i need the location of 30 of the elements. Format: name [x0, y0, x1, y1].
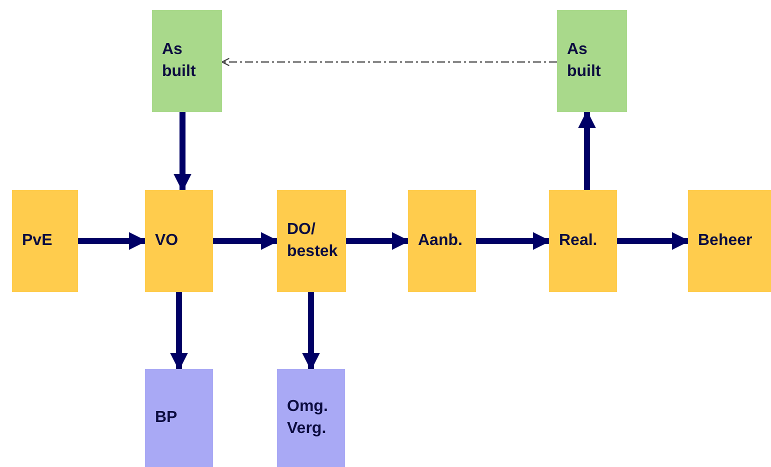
box-label: Omg. Verg. — [287, 396, 329, 439]
box-label: As built — [567, 40, 602, 82]
document-box — [277, 369, 345, 467]
box-label: Beheer — [698, 230, 752, 251]
phase-box — [12, 190, 78, 292]
document-box — [145, 369, 213, 467]
arrow — [174, 112, 192, 192]
phase-box — [145, 190, 213, 292]
box-label: Aanb. — [418, 230, 462, 251]
phase-box — [408, 190, 476, 292]
box-label: Real. — [559, 230, 598, 251]
arrow — [578, 110, 596, 190]
arrow — [78, 232, 147, 250]
arrow — [302, 292, 320, 371]
result-box — [152, 10, 222, 112]
phase-box — [277, 190, 346, 292]
phase-box — [549, 190, 617, 292]
result-box — [557, 10, 627, 112]
arrow — [213, 232, 279, 250]
arrow — [346, 232, 410, 250]
arrow — [476, 232, 551, 250]
phase-box — [688, 190, 771, 292]
box-label: BP — [155, 408, 178, 428]
box-label: VO — [155, 230, 178, 251]
arrow — [170, 292, 188, 371]
arrow — [221, 58, 557, 66]
arrow — [617, 232, 690, 250]
box-label: DO/ bestek — [287, 220, 339, 262]
box-label: PvE — [22, 230, 52, 251]
box-label: As built — [162, 40, 197, 82]
